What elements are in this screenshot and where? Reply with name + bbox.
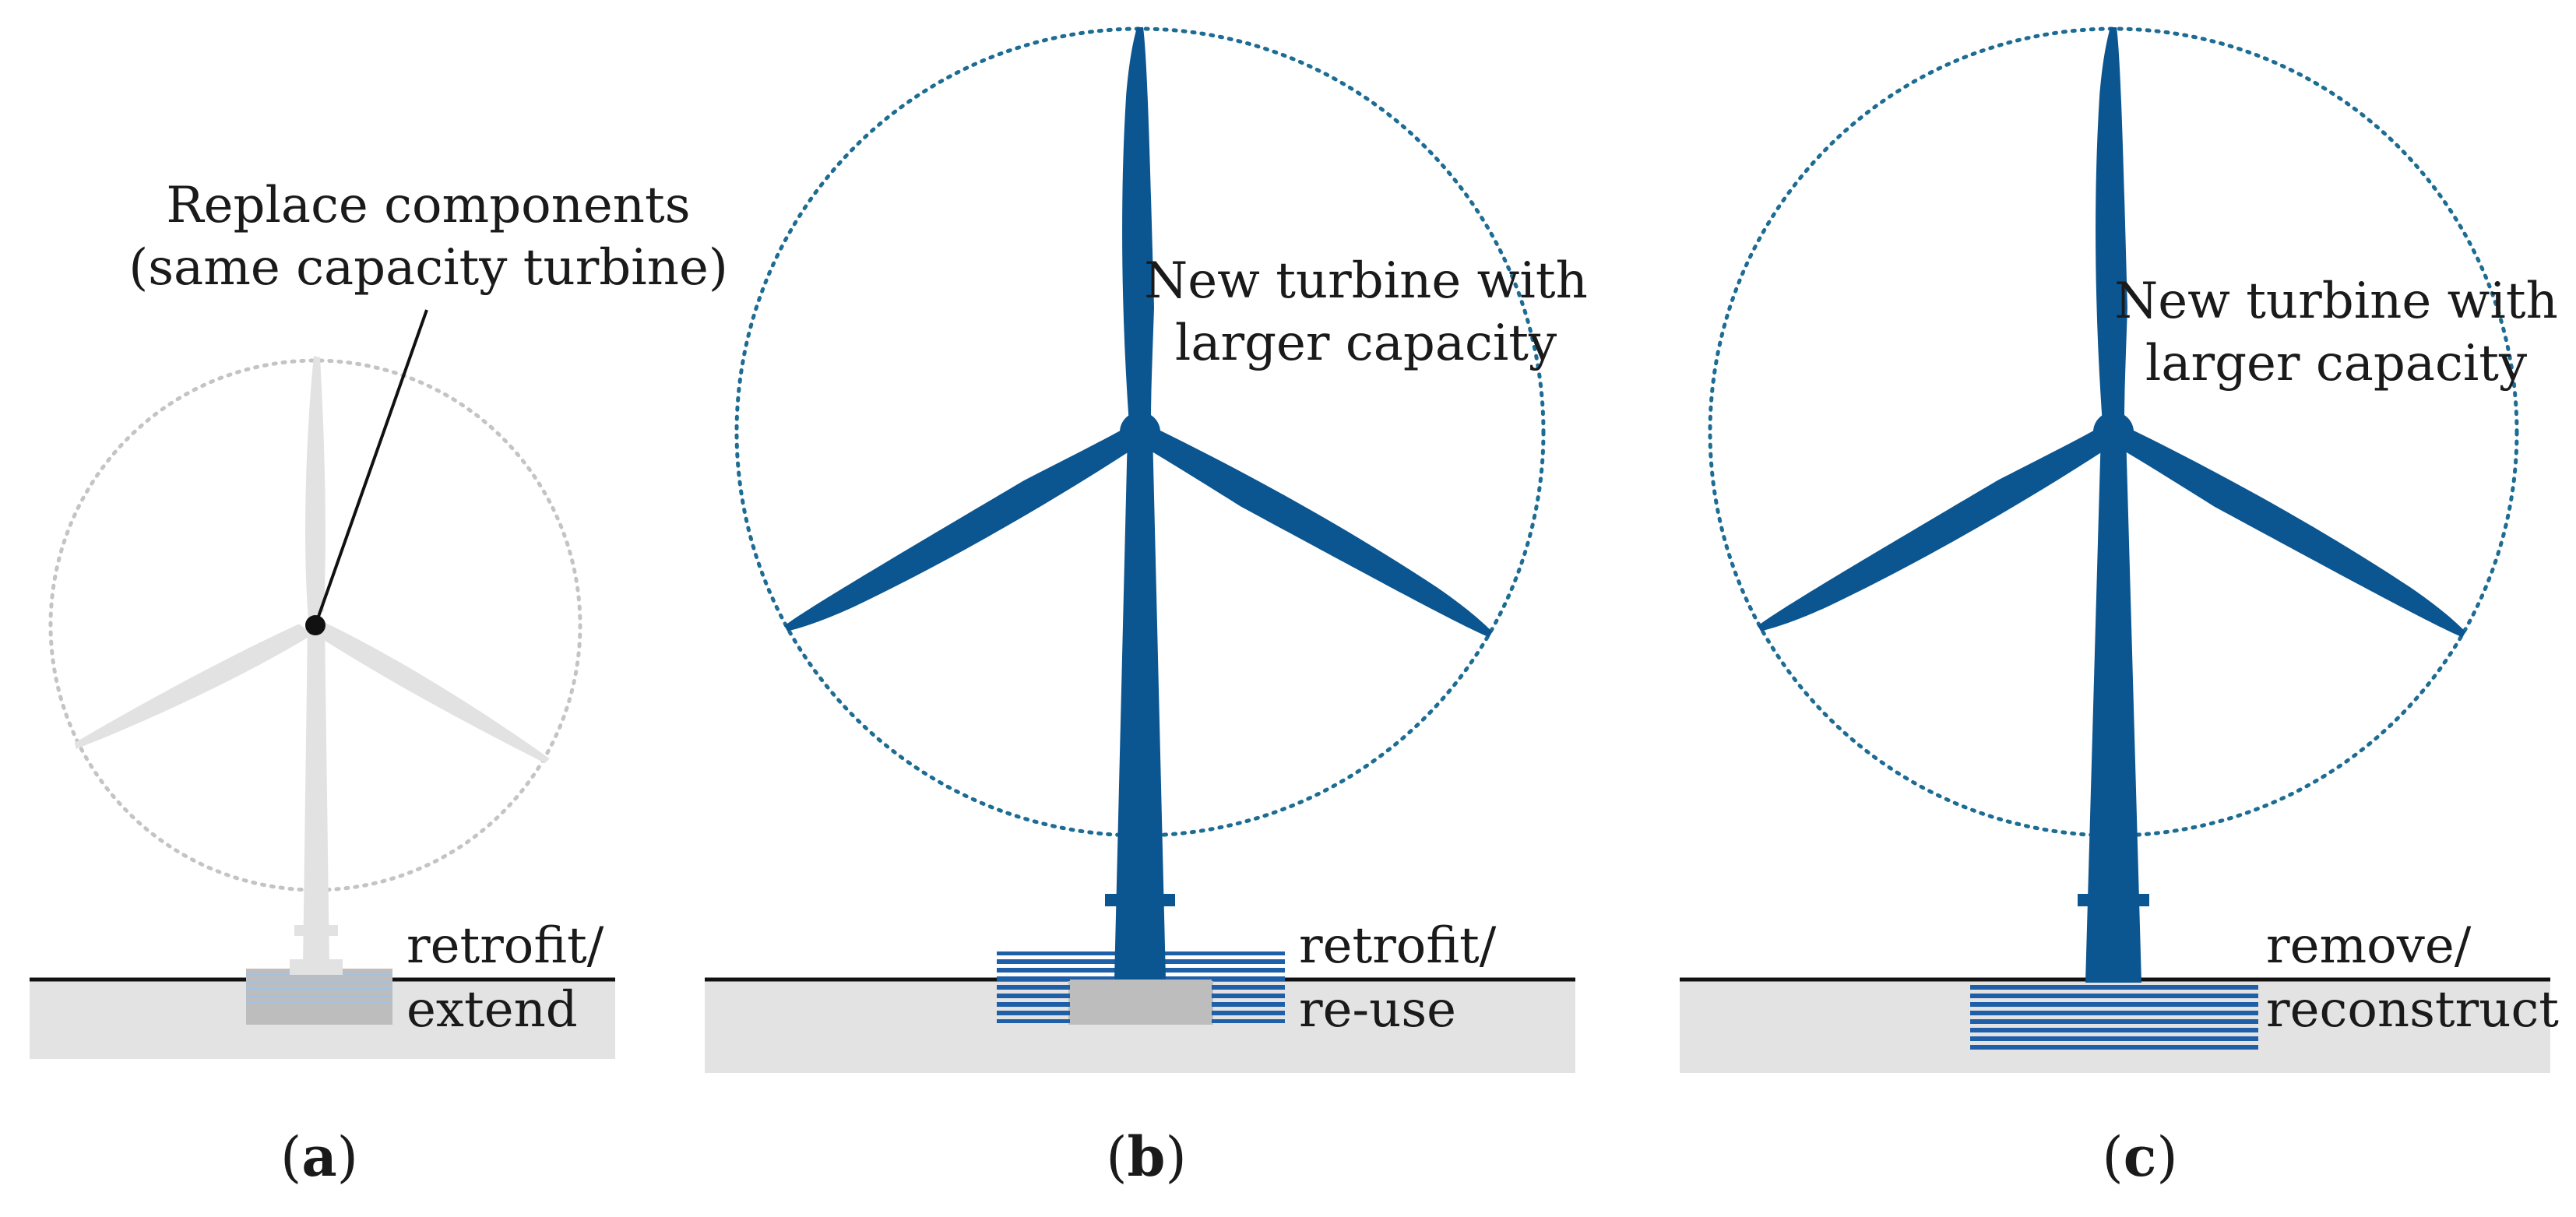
panel-label-c: (c)	[2102, 1124, 2177, 1189]
annotation-b-line2: larger capacity	[1175, 315, 1557, 372]
panel-label-a: (a)	[280, 1124, 358, 1189]
annotation-b-line1: New turbine with	[1144, 252, 1588, 310]
foundation-c-line2: reconstruct	[2266, 981, 2559, 1039]
new-turbine-c	[1758, 27, 2466, 983]
new-foundation-c	[1970, 981, 2258, 1053]
tower-flange-b	[1105, 894, 1175, 906]
rotor-sweep-circle-old	[48, 358, 582, 892]
old-blade-up	[305, 356, 326, 619]
old-tower	[303, 625, 329, 966]
callout-leader-line	[314, 309, 428, 626]
callout-dot	[305, 615, 326, 635]
new-turbine-b	[784, 27, 1493, 980]
foundation-a-line1: retrofit/	[406, 917, 604, 975]
foundation-extension-hatch-a	[246, 970, 392, 1003]
old-tower-flange	[294, 925, 338, 936]
blade-right-c	[2118, 426, 2466, 638]
foundation-c-line1: remove/	[2266, 917, 2472, 975]
panel-label-b: (b)	[1106, 1124, 1187, 1189]
annotation-c-line2: larger capacity	[2145, 335, 2527, 392]
tower-b	[1114, 432, 1166, 980]
annotation-a-line1: Replace components	[166, 177, 690, 234]
annotation-a-line2: (same capacity turbine)	[128, 239, 728, 297]
old-blade-right	[323, 622, 550, 764]
panel-c: New turbine with larger capacity remove/…	[1680, 26, 2559, 1189]
foundation-extension-left-b	[997, 951, 1070, 1023]
blade-up-c	[2096, 27, 2127, 424]
old-turbine	[74, 356, 550, 975]
old-foundation-b	[1068, 980, 1213, 1025]
foundation-extension-right-b	[1212, 951, 1285, 1023]
foundation-b-line2: re-use	[1299, 981, 1456, 1039]
rotor-b	[784, 27, 1493, 638]
old-blade-left	[74, 624, 313, 749]
panel-b: New turbine with larger capacity retrofi…	[705, 26, 1588, 1189]
tower-flange-c	[2078, 894, 2149, 906]
hub-c	[2093, 412, 2134, 452]
foundation-a-line2: extend	[406, 981, 578, 1039]
foundation-b-line1: retrofit/	[1299, 917, 1497, 975]
panel-a: Replace components (same capacity turbin…	[30, 177, 728, 1189]
blade-right-b	[1145, 426, 1493, 638]
blade-left-c	[1758, 428, 2113, 631]
hub-b	[1120, 412, 1160, 452]
blade-up-b	[1122, 27, 1154, 424]
old-tower-base	[290, 959, 343, 975]
rotor-c	[1758, 27, 2466, 638]
tower-c	[2085, 432, 2141, 983]
annotation-c-line1: New turbine with	[2114, 273, 2558, 330]
blade-left-b	[784, 428, 1139, 631]
